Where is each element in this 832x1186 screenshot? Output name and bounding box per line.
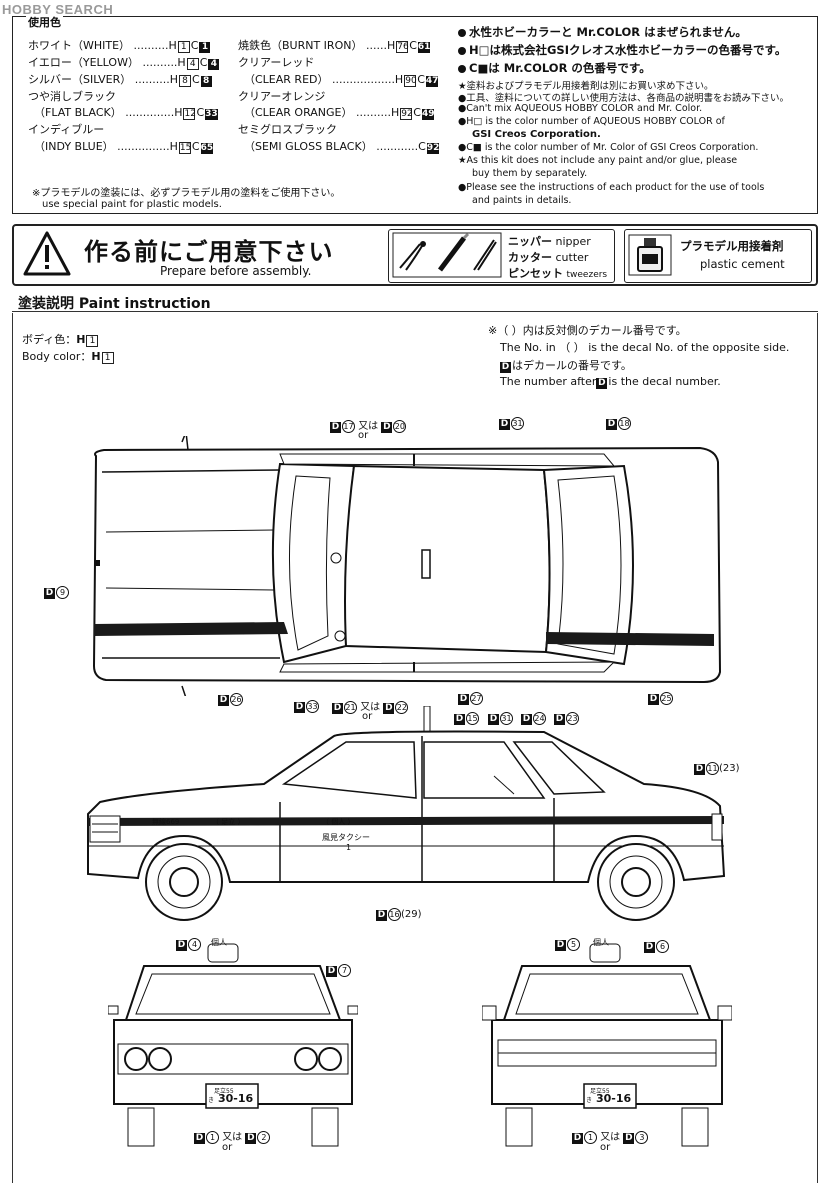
car-rear-view <box>482 943 732 1147</box>
section-divider <box>12 311 818 312</box>
note-line: C■は Mr.COLOR の色番号です。 <box>458 60 651 76</box>
note-line: ●H□ is the color number of AQUEOUS HOBBY… <box>458 116 725 127</box>
door-taxi-number: 1 <box>346 843 352 852</box>
paint-row: セミグロスブラック <box>238 123 337 136</box>
cement-label-jp: プラモデル用接着剤 <box>680 239 784 253</box>
fender-text: 無線669 <box>152 818 180 826</box>
note-line: ●工具、塗料についての詳しい使用方法は、各商品の説明書をお読み下さい。 <box>458 93 790 104</box>
car-front-view <box>108 943 358 1147</box>
paint-row: クリアーオレンジ <box>238 90 326 103</box>
note-line: buy them by separately. <box>472 168 588 179</box>
prepare-banner <box>12 224 818 286</box>
cement-label-en: plastic cement <box>700 257 785 271</box>
legend-line-2: The No. in （ ） is the decal No. of the o… <box>500 341 790 354</box>
note-line: ●Can't mix AQUEOUS HOBBY COLOR and Mr. C… <box>458 103 703 114</box>
or-label: or <box>600 1142 611 1153</box>
door-taxi-name: 風見タクシー <box>322 833 370 842</box>
paint-row: つや消しブラック <box>28 90 116 103</box>
paint-footnote-jp: ※プラモデルの塗装には、必ずプラモデル用の塗料をご使用下さい。 <box>32 188 341 199</box>
cement-box <box>624 229 812 283</box>
tool-tweezers: ピンセット tweezers <box>508 267 608 280</box>
watermark-logo: HOBBY SEARCH <box>2 2 114 17</box>
note-line: ★塗料およびプラモデル用接着剤は別にお買い求め下さい。 <box>458 81 714 92</box>
rear-plate-small: 足立55 <box>590 1088 610 1095</box>
tools-box <box>388 229 615 283</box>
front-plate-small: 足立55 <box>214 1088 234 1095</box>
or-label: or <box>362 711 373 722</box>
rear-plate-kana: き <box>586 1097 593 1104</box>
note-line: GSI Creos Corporation. <box>472 129 601 140</box>
paint-row: クリアーレッド <box>238 56 315 69</box>
note-line: 水性ホビーカラーと Mr.COLOR はまぜられません。 <box>458 24 747 40</box>
tool-nipper: ニッパー nipper <box>508 235 591 248</box>
paint-table-title: 使用色 <box>26 14 63 30</box>
tool-cutter: カッター cutter <box>508 251 589 264</box>
paint-row: インディブルー <box>28 123 105 136</box>
instruction-frame <box>12 313 818 1183</box>
front-plate-number: 30-16 <box>218 1092 254 1105</box>
legend-line-1: ※（ ）内は反対側のデカール番号です。 <box>488 324 687 337</box>
front-plate-kana: き <box>208 1097 215 1104</box>
door-text-top: （ 個人 ） <box>322 818 355 826</box>
warning-icon <box>23 231 71 276</box>
paint-table-box <box>12 16 818 214</box>
car-top-view <box>92 436 722 696</box>
prepare-title-jp: 作る前にご用意下さい <box>84 238 334 266</box>
rear-plate-number: 30-16 <box>596 1092 632 1105</box>
prepare-title-en: Prepare before assembly. <box>160 264 312 278</box>
section-title: 塗装説明 Paint instruction <box>18 296 211 312</box>
note-line: ★As this kit does not include any paint … <box>458 155 738 166</box>
or-label: or <box>222 1142 233 1153</box>
cement-bottle-icon <box>628 234 672 276</box>
note-line: ●C■ is the color number of Mr. Color of … <box>458 142 759 153</box>
note-line: and paints in details. <box>472 195 572 206</box>
rear-roof-sign: 個人 <box>593 938 609 947</box>
paint-footnote-en: use special paint for plastic models. <box>42 199 222 210</box>
or-label: or <box>358 430 369 441</box>
paint-row: （SEMI GLOSS BLACK） ............C92 <box>244 140 440 154</box>
front-door-text: （ 足立 ） <box>212 818 245 826</box>
car-side-view <box>87 706 726 921</box>
note-line: ●Please see the instructions of each pro… <box>458 182 765 193</box>
note-line: H□は株式会社GSIクレオス水性ホビーカラーの色番号です。 <box>458 42 786 58</box>
front-roof-sign: 個人 <box>211 938 227 947</box>
tools-icon <box>392 232 502 278</box>
